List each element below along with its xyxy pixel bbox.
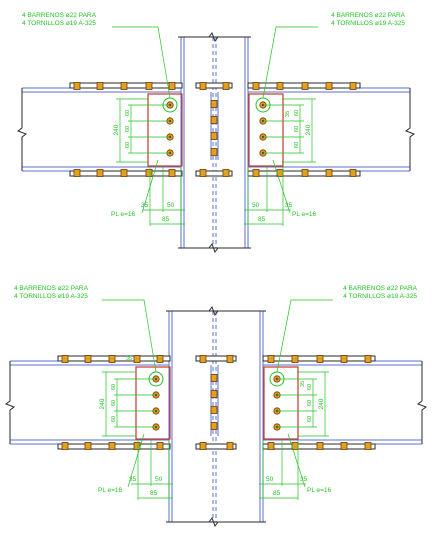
top-right-spacing-2: 60 — [294, 126, 300, 132]
top-left-height-label: 240 — [113, 124, 120, 135]
bottom-left-spacing-3: 60 — [111, 416, 117, 422]
top-left-d85: 85 — [162, 216, 170, 223]
top-right-height-label: 240 — [305, 124, 312, 135]
top-right-d85: 85 — [258, 216, 266, 223]
top-center-stiffener — [195, 82, 233, 177]
top-column — [178, 31, 251, 254]
top-right-d35: 35 — [285, 202, 293, 209]
bottom-detail — [4, 299, 428, 528]
bottom-right-d85: 85 — [273, 490, 281, 497]
bottom-right-plate-label: PL e=16 — [307, 487, 332, 494]
top-left-callout-line1: 4 BARRENOS ø22 PARA — [22, 12, 97, 19]
bottom-right-top-dim: 35 — [300, 381, 306, 387]
bottom-right-height-label: 240 — [318, 398, 325, 409]
bottom-right-d35: 35 — [300, 476, 308, 483]
bottom-left-plate-label: PL e=16 — [98, 487, 123, 494]
bottom-right-spacing-3: 60 — [307, 416, 313, 422]
bottom-left-d50: 50 — [155, 476, 163, 483]
top-right-callout-line2: 4 TORNILLOS ø19 A-325 — [331, 20, 405, 27]
bottom-left-height-label: 240 — [99, 398, 106, 409]
top-right-d50: 50 — [252, 202, 260, 209]
top-left-spacing-3: 60 — [125, 142, 131, 148]
top-dimensions — [112, 26, 318, 226]
bottom-left-beam — [4, 355, 171, 450]
top-right-plate-label: PL e=16 — [292, 211, 317, 218]
bottom-left-callout-line1: 4 BARRENOS ø22 PARA — [14, 285, 89, 292]
bottom-left-callout-line2: 4 TORNILLOS ø19 A-325 — [14, 293, 88, 300]
bottom-column — [166, 305, 266, 528]
bottom-dimensions — [102, 299, 333, 500]
top-detail — [16, 26, 416, 254]
bottom-left-spacing-1: 60 — [111, 384, 117, 390]
bottom-right-callout-line2: 4 TORNILLOS ø19 A-325 — [343, 293, 417, 300]
top-left-d35: 35 — [141, 202, 149, 209]
bottom-right-callout-line1: 4 BARRENOS ø22 PARA — [343, 285, 418, 292]
bottom-left-spacing-2: 60 — [111, 400, 117, 406]
bottom-left-top-dim: 35 — [126, 356, 132, 362]
top-left-spacing-1: 60 — [125, 110, 131, 116]
top-right-spacing-3: 60 — [294, 142, 300, 148]
bottom-right-d50: 50 — [266, 476, 274, 483]
bottom-right-beam — [262, 355, 428, 450]
bottom-right-spacing-2: 60 — [307, 400, 313, 406]
top-right-beam — [247, 82, 416, 177]
bottom-right-spacing-1: 60 — [307, 384, 313, 390]
top-left-d50: 50 — [167, 202, 175, 209]
bottom-left-d85: 85 — [150, 490, 158, 497]
top-left-plate-label: PL e=16 — [111, 211, 136, 218]
bottom-left-d35: 35 — [129, 476, 137, 483]
top-left-spacing-2: 60 — [125, 126, 131, 132]
top-left-callout-line2: 4 TORNILLOS ø19 A-325 — [22, 20, 96, 27]
top-right-spacing-1: 60 — [294, 110, 300, 116]
top-right-callout-line1: 4 BARRENOS ø22 PARA — [331, 12, 406, 19]
top-right-top-dim: 35 — [285, 111, 291, 117]
